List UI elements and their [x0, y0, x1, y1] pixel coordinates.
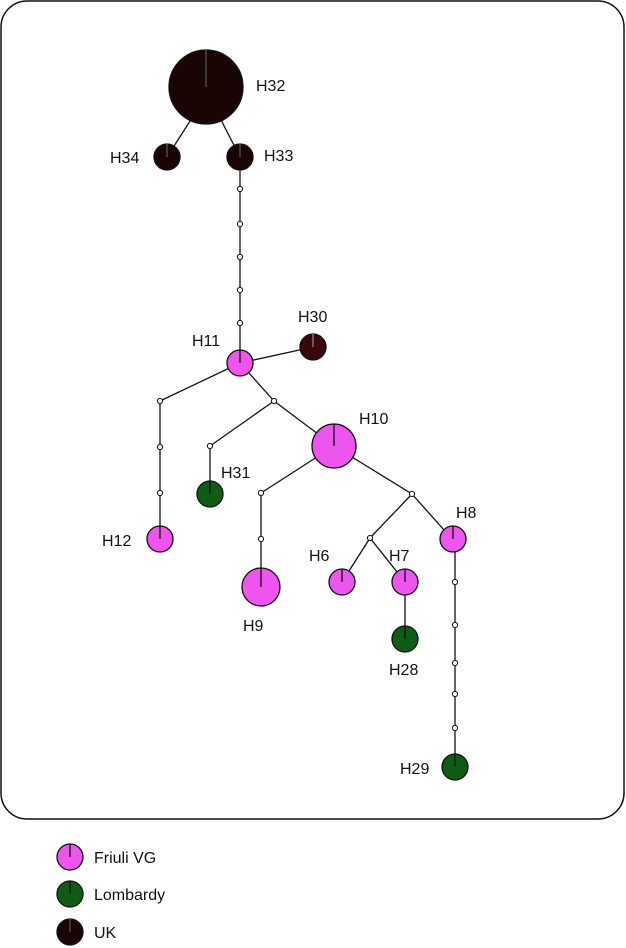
mutation-dot	[451, 621, 459, 629]
mutation-dot	[451, 690, 459, 698]
mutation-dot	[451, 578, 459, 586]
mutation-dot	[236, 220, 244, 228]
label-h11: H11	[192, 333, 220, 350]
label-h6: H6	[309, 548, 330, 565]
haplotype-labels: H32 H34 H33 H30 H11 H10 H31 H12 H9 H6 H7…	[102, 78, 477, 778]
label-h28: H28	[389, 662, 418, 679]
median-node	[257, 489, 265, 497]
mutation-dot	[451, 724, 459, 732]
diagram-frame	[0, 0, 625, 820]
mutation-dot	[257, 535, 265, 543]
legend: Friuli VG Lombardy UK	[56, 843, 165, 946]
median-node	[408, 490, 416, 498]
median-vectors	[156, 185, 459, 732]
legend-item-uk: UK	[56, 918, 117, 946]
edge-n2-n3	[209, 400, 275, 447]
label-h33: H33	[264, 148, 293, 165]
mutation-dot	[236, 253, 244, 261]
label-h31: H31	[221, 465, 250, 482]
mutation-dot	[156, 489, 164, 497]
legend-label-lombardy: Lombardy	[94, 887, 165, 904]
median-node	[270, 397, 278, 405]
label-h34: H34	[110, 150, 139, 167]
legend-item-friuli: Friuli VG	[56, 843, 156, 871]
label-h10: H10	[359, 411, 388, 428]
legend-label-uk: UK	[94, 925, 117, 942]
legend-item-lombardy: Lombardy	[56, 880, 165, 908]
mutation-dot	[236, 319, 244, 327]
median-node	[206, 442, 214, 450]
edge-h11-n1	[159, 362, 241, 402]
legend-label-friuli: Friuli VG	[94, 850, 156, 867]
median-node	[366, 534, 374, 542]
label-h8: H8	[456, 505, 477, 522]
haplotype-nodes	[146, 49, 469, 781]
label-h7: H7	[389, 548, 410, 565]
edge-n5-n6	[369, 493, 413, 539]
mutation-dot	[236, 286, 244, 294]
label-h32: H32	[256, 78, 285, 95]
label-h9: H9	[243, 618, 264, 635]
label-h29: H29	[400, 761, 429, 778]
mutation-dot	[451, 659, 459, 667]
label-h12: H12	[102, 533, 131, 550]
mutation-dot	[156, 443, 164, 451]
median-node	[156, 397, 164, 405]
mutation-dot	[236, 185, 244, 193]
label-h30: H30	[298, 309, 327, 326]
